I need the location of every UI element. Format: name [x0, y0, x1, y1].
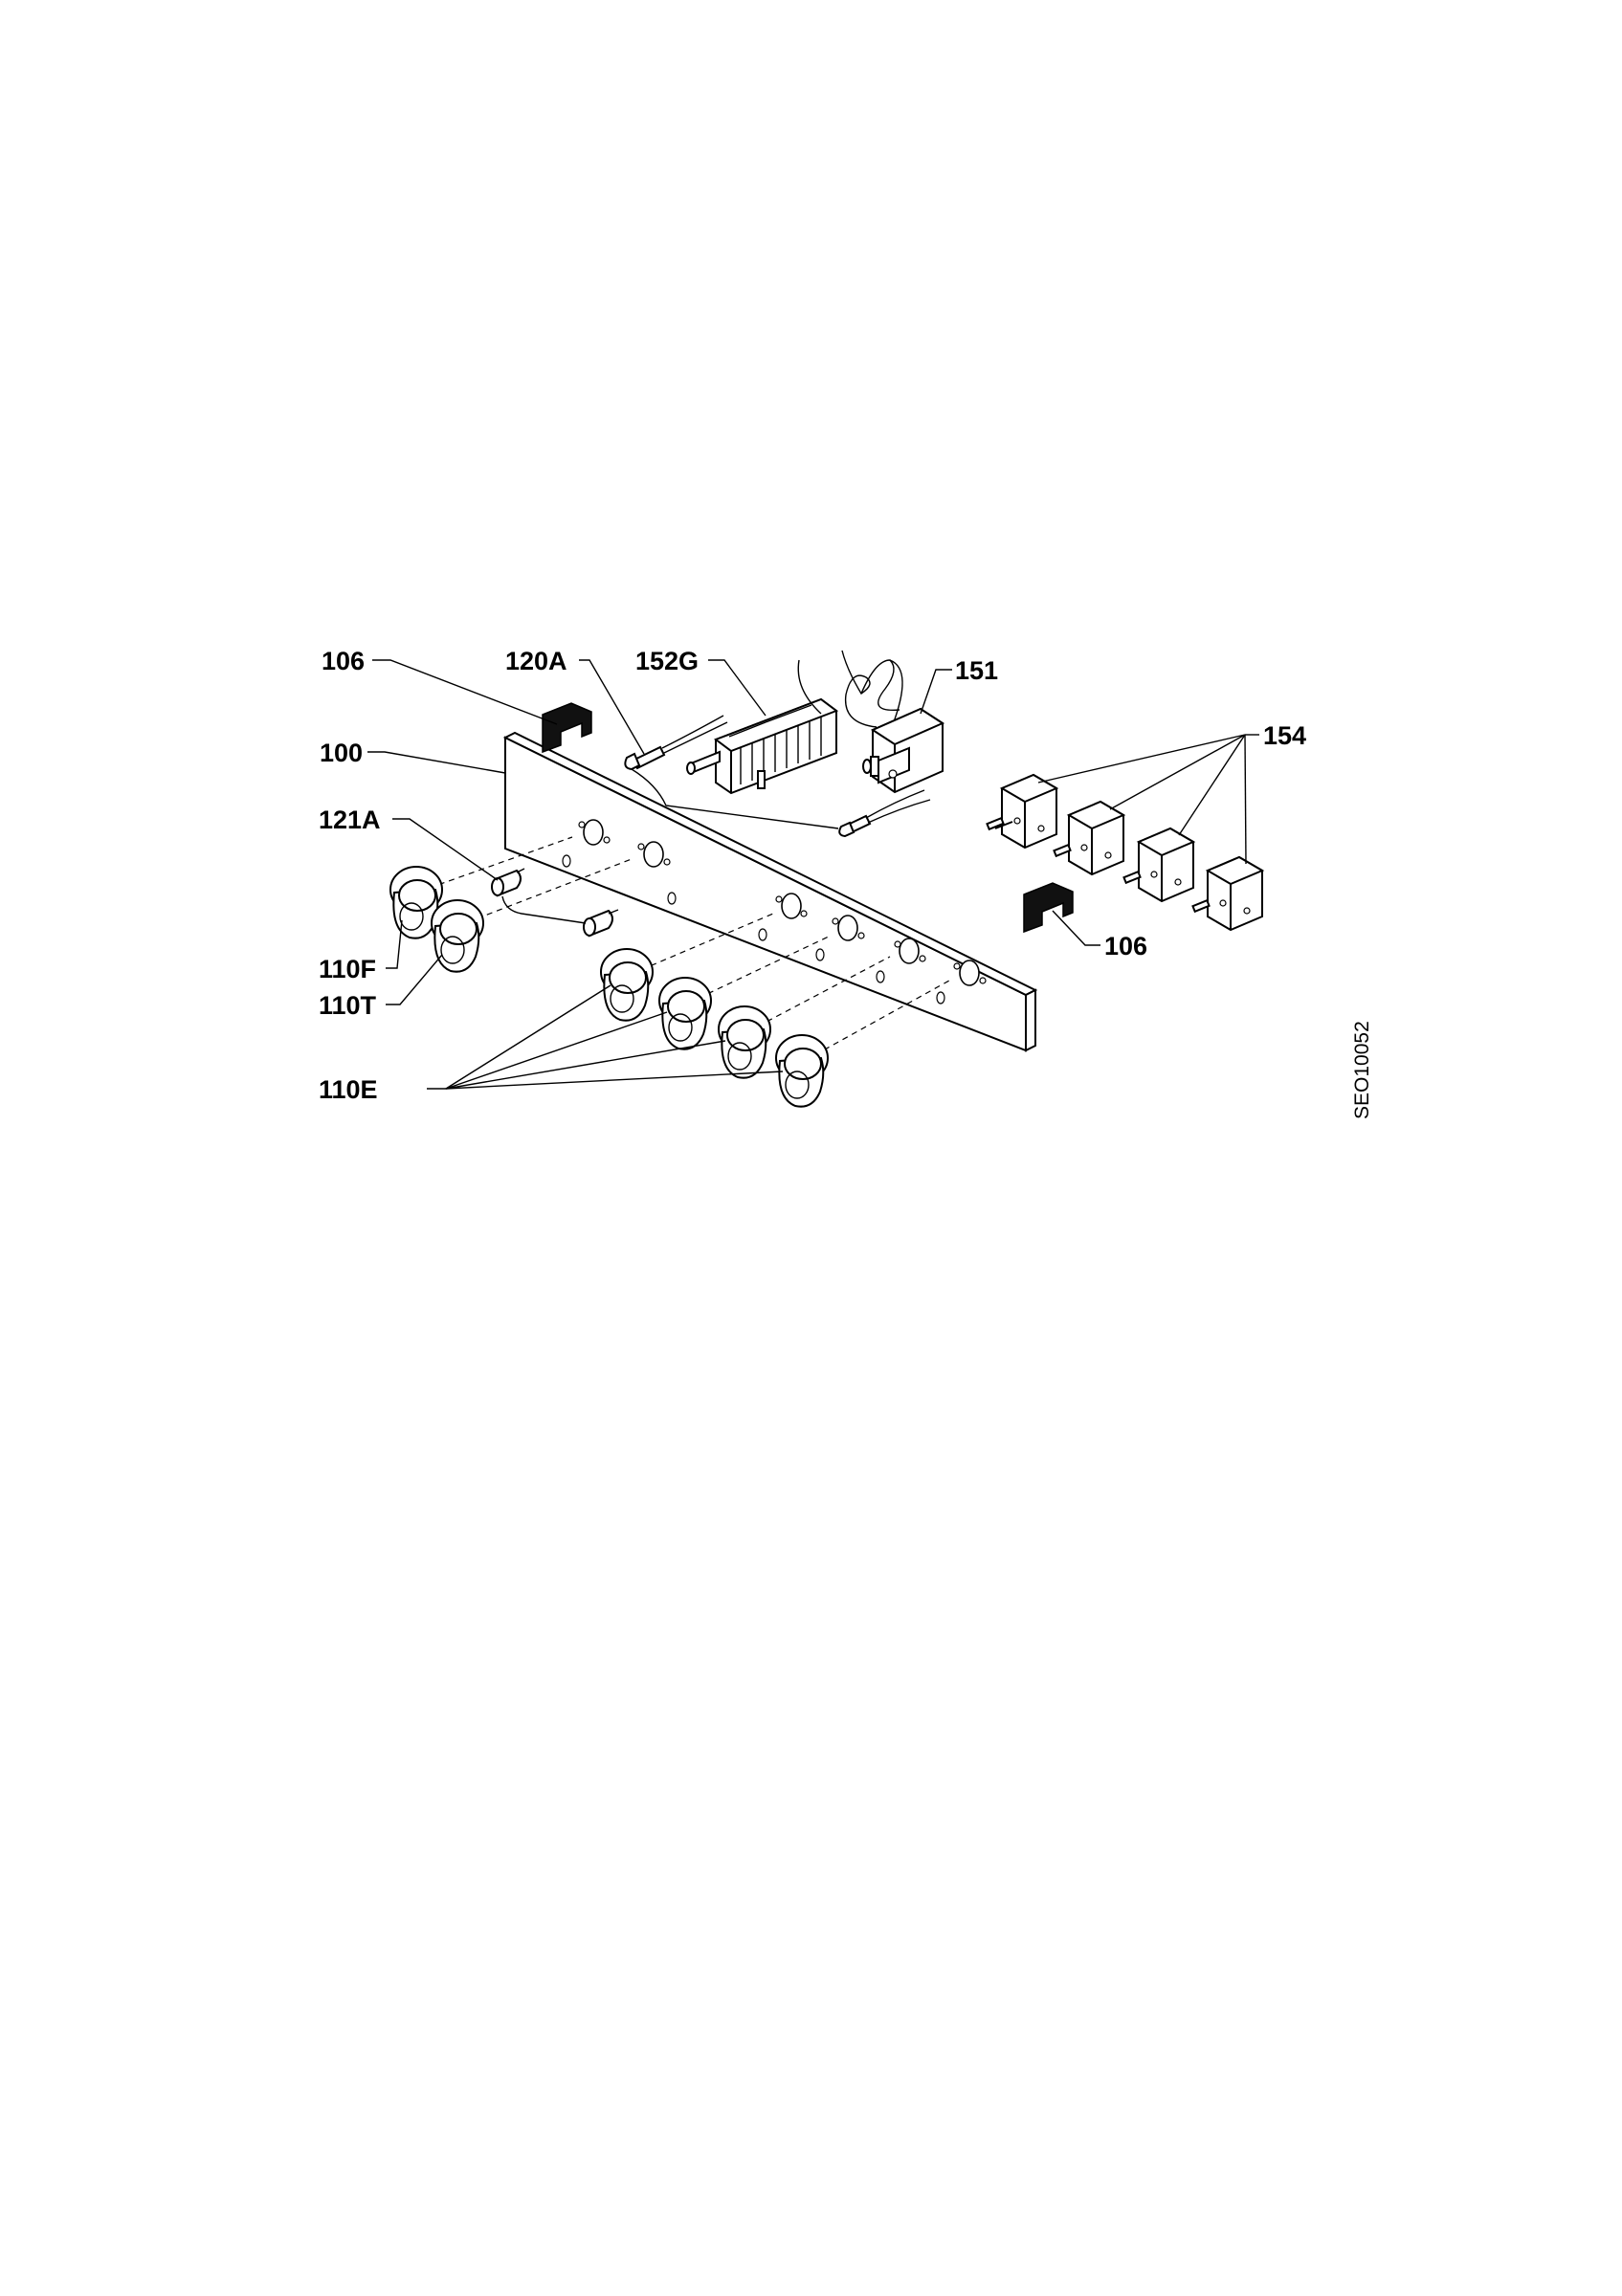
indicator-lamps — [491, 868, 619, 938]
label-110F: 110F — [319, 955, 376, 983]
clip-right — [1023, 882, 1074, 934]
knob-110F — [389, 866, 443, 939]
knobs-110E — [600, 948, 829, 1108]
label-110E: 110E — [319, 1075, 378, 1104]
assembly-lines — [418, 836, 950, 1061]
label-121A: 121A — [319, 806, 381, 834]
knob-110E-3 — [718, 1005, 771, 1079]
label-106-right: 106 — [1104, 932, 1147, 960]
regulator-4 — [1191, 855, 1265, 932]
label-106-top: 106 — [322, 647, 365, 675]
selector-switch-152G — [686, 697, 839, 795]
reference-code: SEO10052 — [1351, 1021, 1373, 1119]
sensor-120A — [624, 715, 931, 838]
knob-110E-2 — [658, 977, 712, 1050]
knob-110E-1 — [600, 948, 654, 1022]
regulator-1 — [986, 773, 1059, 850]
thermostat-151 — [797, 650, 945, 794]
label-110T: 110T — [319, 991, 377, 1020]
part-labels: 106 120A 152G 151 154 100 121A 106 110F … — [319, 647, 1306, 1104]
label-120A: 120A — [505, 647, 567, 675]
knob-110T — [431, 899, 484, 973]
clip-top — [542, 702, 592, 754]
control-panel — [502, 731, 1038, 1052]
label-100: 100 — [320, 739, 363, 767]
label-154: 154 — [1263, 721, 1306, 750]
knob-110E-4 — [775, 1034, 829, 1108]
regulator-3 — [1122, 827, 1196, 903]
panel-holes — [562, 819, 987, 1004]
label-151: 151 — [955, 656, 998, 685]
leader-lines — [367, 659, 1259, 1090]
regulator-2 — [1053, 800, 1126, 876]
label-152G: 152G — [635, 647, 699, 675]
